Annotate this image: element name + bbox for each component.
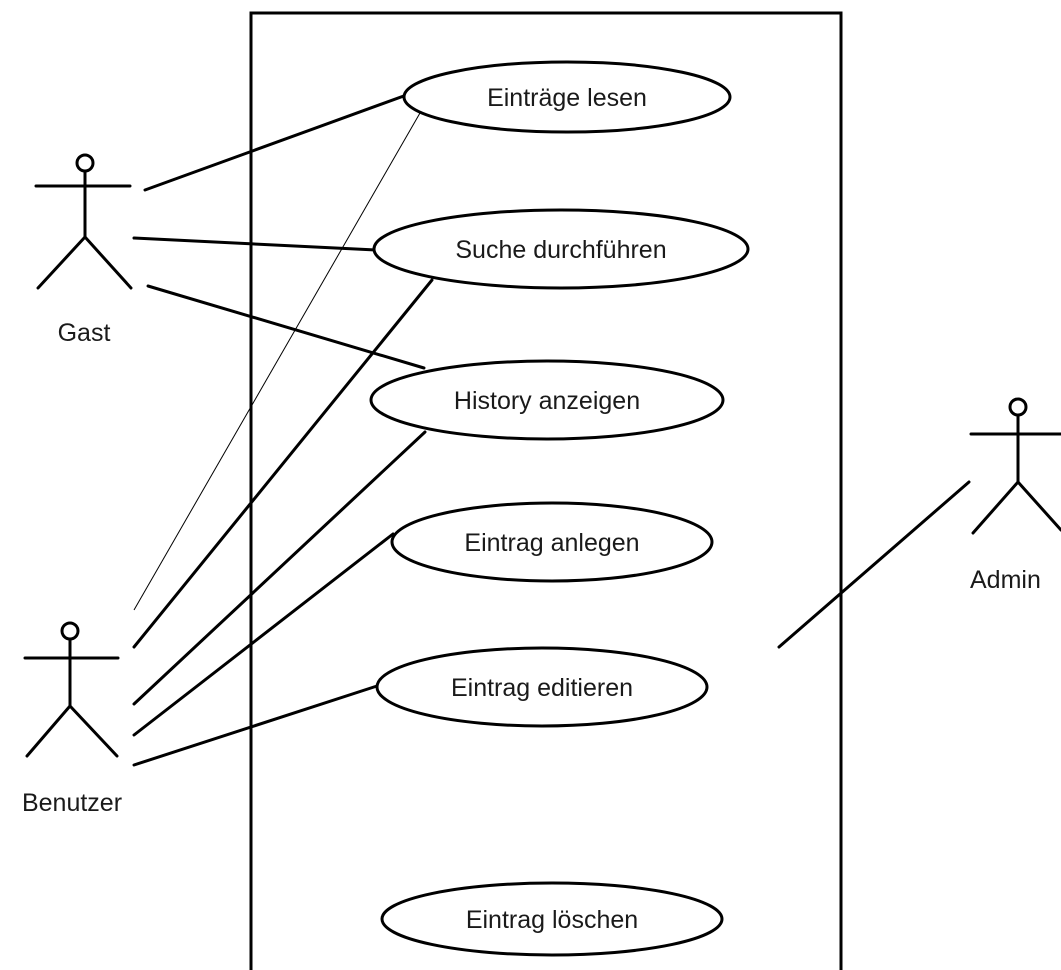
usecase-label: Eintrag anlegen <box>464 529 639 557</box>
usecase-eintrag-loeschen: Eintrag löschen <box>380 881 724 957</box>
association-benutzer-eintrag-editieren <box>132 684 379 767</box>
actor-label: Gast <box>58 319 111 347</box>
usecase-label: History anzeigen <box>454 387 640 415</box>
association-benutzer-eintrag-anlegen <box>132 532 395 737</box>
association-benutzer-eintraege-lesen <box>133 112 421 611</box>
actor-label: Admin <box>970 566 1041 594</box>
usecase-eintrag-anlegen: Eintrag anlegen <box>390 501 714 583</box>
usecase-suche-durchfuehren: Suche durchführen <box>372 208 750 290</box>
association-gast-eintraege-lesen <box>143 91 414 192</box>
usecase-label: Suche durchführen <box>455 236 666 264</box>
stick-figure-icon <box>34 153 133 290</box>
actor-benutzer: Benutzer <box>22 621 122 817</box>
usecase-history-anzeigen: History anzeigen <box>369 359 725 441</box>
system-boundary <box>249 11 843 970</box>
association-gast-history-anzeigen <box>146 284 426 370</box>
association-admin <box>777 480 971 649</box>
association-gast-suche-durchfuehren <box>132 236 378 252</box>
association-benutzer-suche-durchfuehren <box>132 278 434 649</box>
actor-label: Benutzer <box>22 789 122 817</box>
actor-admin: Admin <box>969 397 1061 594</box>
stick-figure-icon <box>23 621 120 758</box>
usecase-eintrag-editieren: Eintrag editieren <box>375 646 709 728</box>
stick-figure-icon <box>969 397 1061 535</box>
usecase-label: Einträge lesen <box>487 84 647 112</box>
usecase-label: Eintrag löschen <box>466 906 638 934</box>
actor-gast: Gast <box>34 153 133 347</box>
usecase-label: Eintrag editieren <box>451 674 633 702</box>
usecase-eintraege-lesen: Einträge lesen <box>402 60 732 134</box>
association-benutzer-history-anzeigen <box>132 430 427 706</box>
